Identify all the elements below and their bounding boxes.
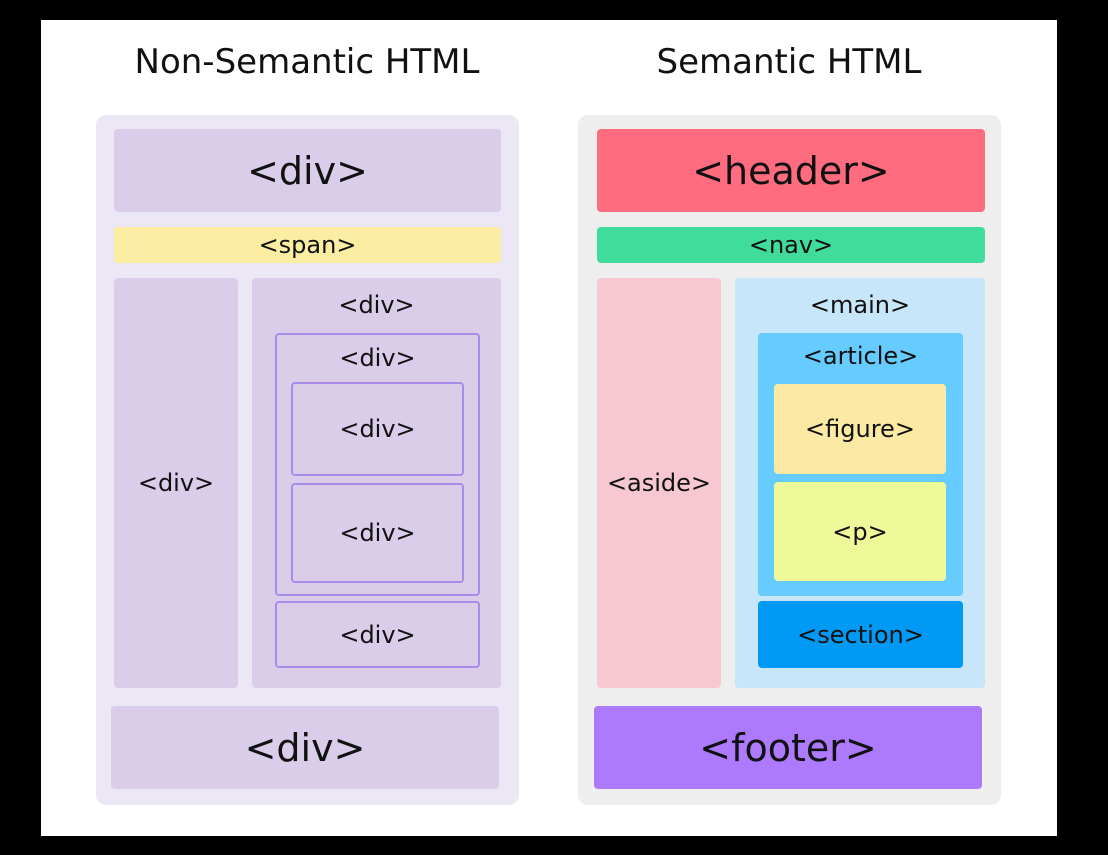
- section-block: <section>: [758, 601, 963, 668]
- inner-div-box-2: <div>: [291, 483, 464, 583]
- content-div-label: <div>: [338, 291, 415, 319]
- sidebar-div-block: <div>: [114, 278, 238, 688]
- figure-block: <figure>: [774, 384, 946, 474]
- bottom-div-box: <div>: [275, 601, 480, 668]
- content-div-block: <div> <div> <div> <div> <div>: [252, 278, 501, 688]
- diagram-canvas: Non-Semantic HTML Semantic HTML <div> <s…: [41, 20, 1057, 836]
- main-label: <main>: [809, 291, 911, 319]
- non-semantic-panel: <div> <span> <div> <div> <div> <div> <di…: [96, 115, 519, 805]
- aside-block: <aside>: [597, 278, 721, 688]
- bottom-div-block: <div>: [111, 706, 499, 789]
- nav-block: <nav>: [597, 227, 985, 263]
- inner-div-box-1: <div>: [291, 382, 464, 476]
- inner-div-label: <div>: [339, 344, 416, 372]
- top-div-block: <div>: [114, 129, 501, 212]
- p-block: <p>: [774, 482, 946, 581]
- main-block: <main> <article> <figure> <p> <section>: [735, 278, 985, 688]
- article-block: <article> <figure> <p>: [758, 333, 963, 596]
- inner-div-block: <div> <div> <div>: [275, 333, 480, 596]
- left-title: Non-Semantic HTML: [134, 42, 480, 82]
- right-title: Semantic HTML: [656, 42, 922, 82]
- footer-block: <footer>: [594, 706, 982, 789]
- article-label: <article>: [802, 342, 919, 370]
- semantic-panel: <header> <nav> <aside> <main> <article> …: [578, 115, 1001, 805]
- span-block: <span>: [114, 227, 501, 263]
- header-block: <header>: [597, 129, 985, 212]
